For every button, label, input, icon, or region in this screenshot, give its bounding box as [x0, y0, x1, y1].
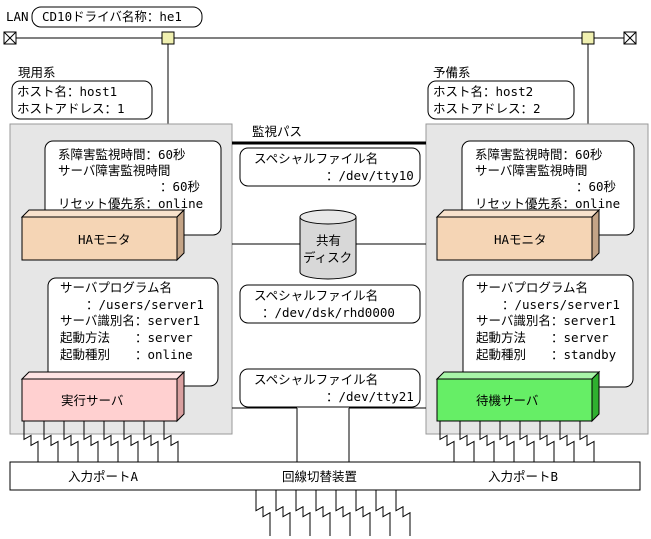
lan-connector-host2: [581, 31, 595, 45]
special-file-1-label: スペシャルファイル名: [254, 151, 378, 166]
standby-server-line2: ：/users/server1: [502, 297, 620, 312]
port-b-line: [559, 421, 575, 462]
active-server-line1: サーバプログラム名: [60, 280, 172, 295]
port-b-line: [439, 421, 455, 462]
input-port-a-lines: [23, 421, 179, 462]
output-line: [275, 490, 291, 536]
switch-unit-label: 回線切替装置: [282, 469, 357, 484]
active-ha-monitor-label: HAモニタ: [78, 232, 131, 247]
port-a-line: [23, 421, 39, 462]
lan-terminator-left: [3, 31, 17, 45]
port-b-line: [539, 421, 555, 462]
standby-ha-monitor-label: HAモニタ: [494, 232, 547, 247]
active-host-address: ホストアドレス：1: [17, 101, 125, 116]
standby-host-address: ホストアドレス：2: [433, 101, 541, 116]
standby-host-name: ホスト名：host2: [433, 84, 533, 99]
port-a-line: [83, 421, 99, 462]
line-switching-unit: [9, 461, 641, 491]
output-line: [375, 490, 391, 536]
standby-system-title: 予備系: [433, 65, 471, 80]
active-server-line2: ：/users/server1: [86, 297, 204, 312]
active-host-name: ホスト名：host1: [17, 84, 117, 99]
standby-host-box: [427, 80, 575, 120]
port-a-line: [163, 421, 179, 462]
input-port-b-label: 入力ポートB: [488, 469, 558, 484]
port-b-line: [499, 421, 515, 462]
standby-server-line1: サーバプログラム名: [476, 280, 588, 295]
switch-output-lines: [255, 490, 411, 536]
special-file-3-path: ：/dev/tty21: [326, 389, 414, 404]
standby-monitor-line3: ：60秒: [576, 179, 616, 194]
output-line: [315, 490, 331, 536]
active-system-title: 現用系: [18, 65, 56, 80]
active-ha-monitor-block: [20, 208, 186, 262]
output-line: [335, 490, 351, 536]
output-line: [255, 490, 271, 536]
port-b-line: [579, 421, 595, 462]
standby-monitor-line1: 系障害監視時間：60秒: [475, 147, 603, 162]
active-monitor-line2: サーバ障害監視時間: [58, 163, 170, 178]
input-port-b-lines: [439, 421, 595, 462]
active-server-line5: 起動種別 ：online: [60, 347, 193, 362]
special-file-3-box: [239, 368, 421, 408]
port-a-line: [63, 421, 79, 462]
shared-disk-line1: 共有: [316, 233, 341, 248]
standby-server-line3: サーバ識別名：server1: [476, 313, 616, 328]
special-file-1-path: ：/dev/tty10: [326, 168, 414, 183]
shared-disk-line2: ディスク: [303, 250, 352, 265]
special-file-2-path: ：/dev/dsk/rhd0000: [262, 305, 395, 320]
special-file-2-box: [239, 284, 421, 324]
special-file-3-label: スペシャルファイル名: [254, 372, 378, 387]
lan-label: LAN: [6, 9, 29, 24]
active-server-line4: 起動方法 ：server: [60, 330, 193, 345]
lan-name-box: [31, 6, 203, 28]
active-server-block: [20, 370, 186, 423]
port-a-line: [123, 421, 139, 462]
standby-server-line4: 起動方法 ：server: [476, 330, 609, 345]
port-b-line: [459, 421, 475, 462]
special-file-1-box: [239, 147, 421, 187]
active-host-box: [11, 80, 153, 120]
active-server-line3: サーバ識別名：server1: [60, 313, 200, 328]
standby-ha-monitor-block: [435, 208, 601, 262]
active-monitor-line1: 系障害監視時間：60秒: [58, 147, 186, 162]
lan-driver-name: CD10ドライバ名称：he1: [42, 9, 182, 24]
port-b-line: [479, 421, 495, 462]
standby-server-label: 待機サーバ: [476, 393, 538, 408]
standby-server-line5: 起動種別 ：standby: [476, 347, 617, 362]
port-a-line: [103, 421, 119, 462]
port-a-line: [143, 421, 159, 462]
output-line: [355, 490, 371, 536]
shared-disk-icon: [299, 209, 357, 280]
lan-terminator-right: [623, 31, 637, 45]
standby-monitor-line4: リセット優先系：online: [475, 196, 620, 211]
port-a-line: [43, 421, 59, 462]
special-file-2-label: スペシャルファイル名: [254, 288, 378, 303]
standby-server-block: [435, 370, 601, 423]
standby-monitor-line2: サーバ障害監視時間: [475, 163, 587, 178]
active-monitor-line3: ：60秒: [160, 179, 200, 194]
monitor-path-label: 監視パス: [252, 124, 302, 139]
active-monitor-line4: リセット優先系：online: [58, 196, 203, 211]
input-port-a-label: 入力ポートA: [68, 469, 139, 484]
port-b-line: [519, 421, 535, 462]
active-server-label: 実行サーバ: [61, 393, 123, 408]
lan-connector-host1: [161, 31, 175, 45]
output-line: [295, 490, 311, 536]
output-line: [395, 490, 411, 536]
